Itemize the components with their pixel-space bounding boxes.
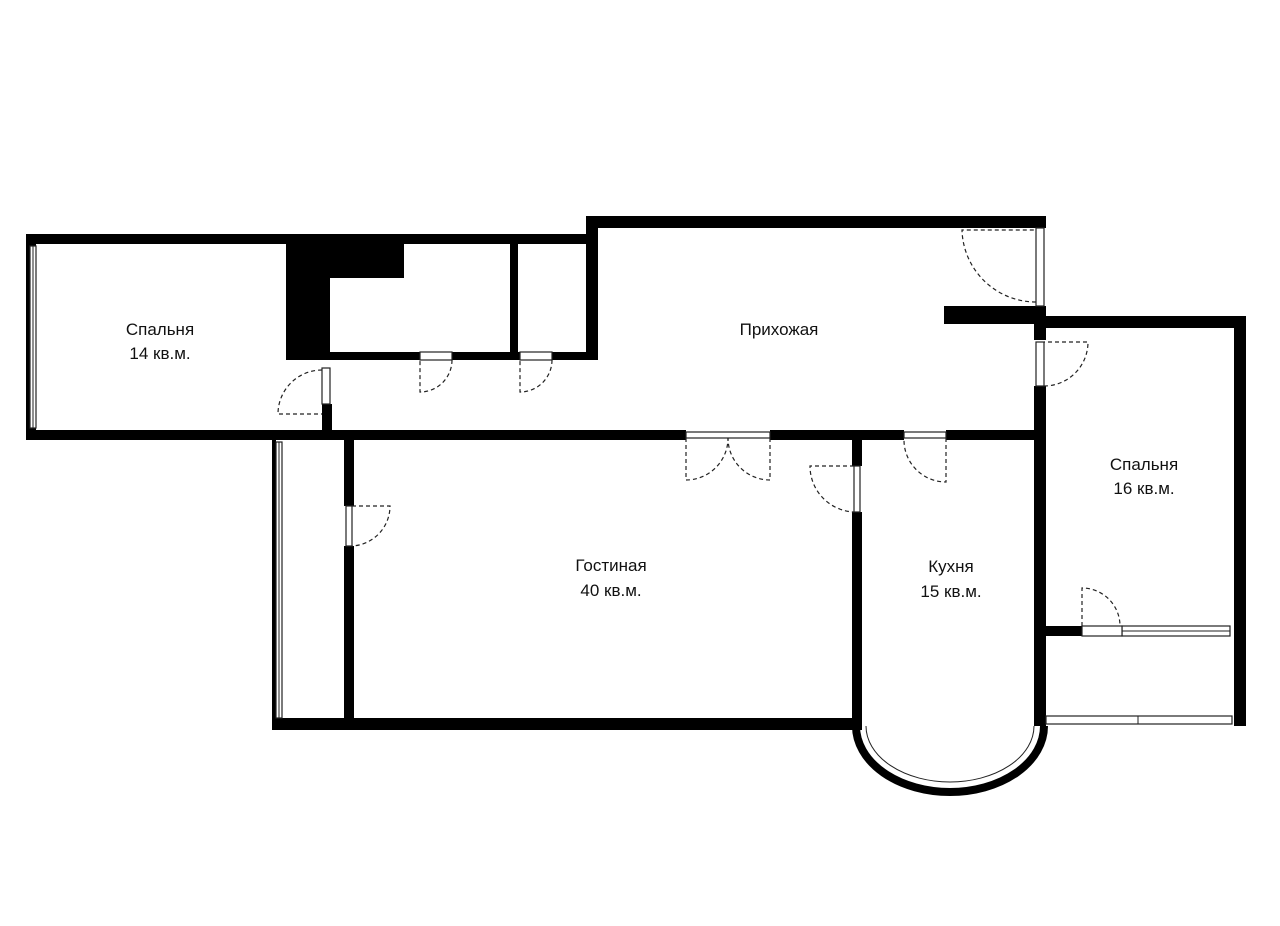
wall-bottom-left: [26, 430, 276, 440]
door-kitchen-side-swing: [809, 465, 855, 513]
room-bedroom-14-name: Спальня: [126, 320, 194, 339]
wall-closet-mass: [286, 244, 404, 360]
wall-hall-left: [586, 216, 598, 360]
wall-hall-top: [586, 216, 1046, 228]
kitchen-bay-window-inner: [865, 725, 1035, 783]
door-balcony-left[interactable]: [345, 505, 353, 547]
room-bedroom-14-area: 14 кв.м.: [129, 344, 190, 363]
door-closet-2[interactable]: [519, 351, 553, 361]
window-balcony-right: [1045, 715, 1233, 725]
windows: [29, 227, 1233, 796]
wall-living-kitchen-a: [852, 430, 862, 466]
wall-mid-c: [946, 430, 1046, 440]
door-bedroom-left[interactable]: [321, 367, 331, 405]
door-living-double[interactable]: [685, 431, 771, 439]
room-labels: Спальня 14 кв.м. Прихожая Спальня 16 кв.…: [126, 320, 1178, 601]
wall-right-bedroom-left-a: [1034, 316, 1046, 340]
room-bedroom-16-name: Спальня: [1110, 455, 1178, 474]
door-balcony-left-swing: [351, 505, 391, 547]
wall-right-bedroom-right: [1234, 316, 1246, 726]
door-balcony-right[interactable]: [1081, 625, 1123, 637]
wall-hall-stub: [944, 306, 1046, 324]
doors: [277, 229, 1123, 637]
door-closet-1[interactable]: [419, 351, 453, 361]
door-entry-swing: [961, 229, 1037, 303]
door-bedroom-right[interactable]: [1035, 341, 1045, 387]
wall-balcony-left: [272, 436, 276, 728]
door-living-left-swing: [685, 437, 729, 481]
wall-living-left-a: [344, 430, 354, 506]
window-hall-right: [1035, 227, 1045, 307]
wall-closet-divider: [510, 244, 518, 360]
wall-top-left: [26, 234, 592, 244]
wall-right-bedroom-left-b: [1034, 386, 1046, 726]
room-hallway-name: Прихожая: [740, 320, 819, 339]
door-living-right-swing: [727, 437, 771, 481]
wall-closet-bottom: [330, 352, 592, 360]
wall-right-balcony-stub: [1046, 626, 1082, 636]
wall-right-bedroom-top: [1034, 316, 1246, 328]
door-balcony-right-swing: [1081, 587, 1121, 627]
kitchen-bay-window: [852, 725, 1048, 796]
door-bedroom-right-swing: [1043, 341, 1089, 387]
wall-living-left-b: [344, 546, 354, 724]
room-bedroom-16-area: 16 кв.м.: [1113, 479, 1174, 498]
wall-bottom: [272, 718, 862, 730]
room-living-area: 40 кв.м.: [580, 581, 641, 600]
door-kitchen-top-swing: [903, 438, 947, 483]
door-closet-2-swing: [519, 359, 553, 393]
room-kitchen-name: Кухня: [928, 557, 974, 576]
room-living-name: Гостиная: [575, 556, 646, 575]
wall-bedroom-door-jamb: [322, 404, 332, 440]
door-kitchen-side[interactable]: [853, 465, 861, 513]
walls: [26, 216, 1246, 730]
wall-living-kitchen-b: [852, 512, 862, 730]
room-kitchen-area: 15 кв.м.: [920, 582, 981, 601]
door-closet-1-swing: [419, 359, 453, 393]
door-kitchen-top[interactable]: [903, 431, 947, 439]
door-bedroom-left-swing: [277, 369, 323, 415]
wall-mid-b: [770, 430, 904, 440]
wall-mid-a: [266, 430, 686, 440]
